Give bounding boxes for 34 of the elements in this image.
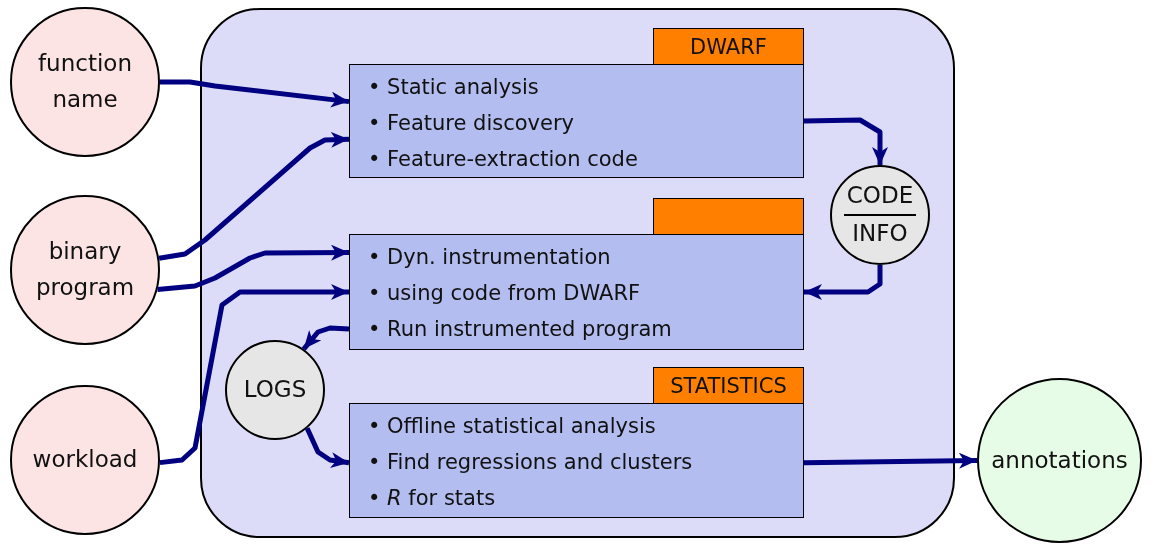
arrow bbox=[803, 117, 888, 165]
arrow bbox=[157, 244, 349, 292]
node-text: INFO bbox=[844, 214, 916, 252]
step-box bbox=[349, 64, 804, 178]
section-tab bbox=[653, 367, 804, 404]
list-item: • Dyn. instrumentation bbox=[368, 244, 612, 271]
node-text: binary program bbox=[34, 237, 136, 302]
list-item: • Run instrumented program bbox=[368, 316, 673, 343]
list-item: • using code from DWARF bbox=[368, 280, 642, 307]
arrow bbox=[158, 131, 350, 261]
section-tab bbox=[653, 198, 804, 235]
node-text: STATISTICS bbox=[669, 373, 788, 398]
arrow bbox=[803, 452, 978, 469]
arrow bbox=[159, 284, 349, 466]
arrow bbox=[160, 79, 350, 108]
list-item: • Find regressions and clusters bbox=[368, 449, 694, 476]
node-text: workload bbox=[31, 445, 139, 475]
list-item: • Feature-extraction code bbox=[368, 146, 639, 173]
container-panel bbox=[200, 8, 955, 538]
list-item: • Offline statistical analysis bbox=[368, 413, 657, 440]
node-text: CODE bbox=[845, 181, 915, 211]
node-text: function name bbox=[37, 49, 133, 114]
arrow bbox=[804, 265, 883, 300]
section-tab bbox=[653, 28, 804, 65]
node-text: DWARF bbox=[689, 34, 768, 59]
list-item: • Feature discovery bbox=[368, 110, 575, 137]
step-box bbox=[349, 234, 804, 350]
node-text: annotations bbox=[990, 445, 1129, 475]
arrow bbox=[301, 325, 350, 351]
step-box bbox=[349, 403, 804, 518]
node-text: LOGS bbox=[242, 375, 308, 405]
list-item: • Static analysis bbox=[368, 74, 540, 101]
list-item: • R for stats bbox=[368, 485, 497, 512]
arrow bbox=[304, 427, 350, 469]
